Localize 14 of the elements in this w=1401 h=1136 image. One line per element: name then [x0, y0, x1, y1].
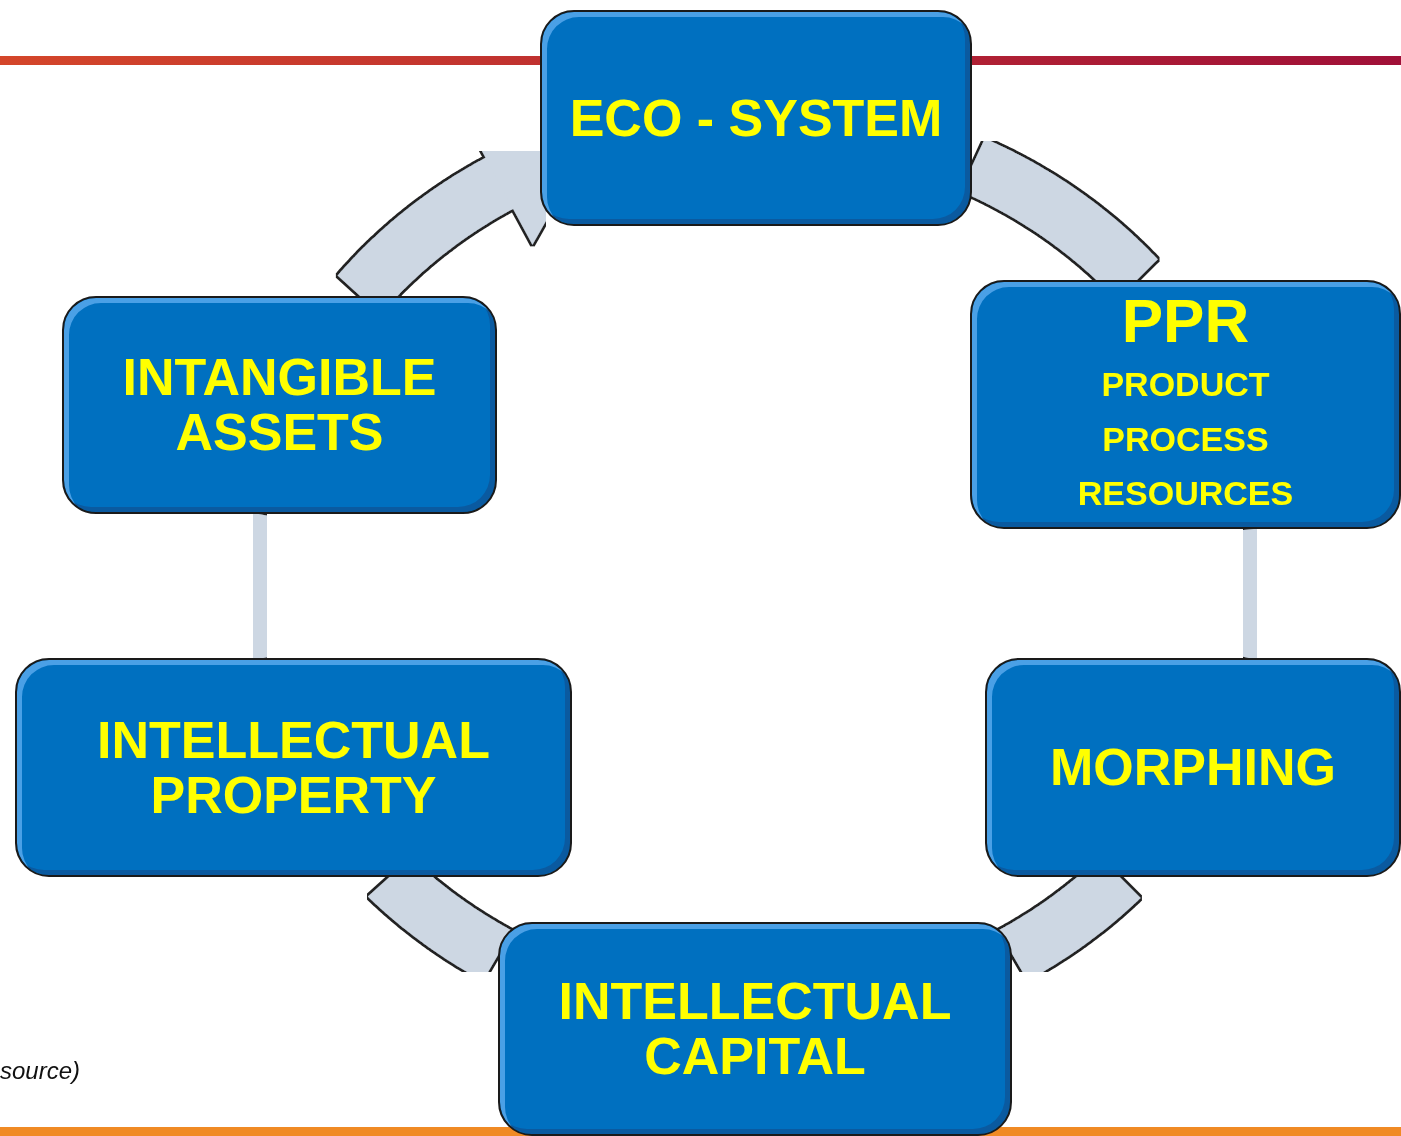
box-text: MORPHING [1050, 740, 1336, 795]
rounded-box [15, 658, 572, 877]
rounded-box [985, 658, 1401, 877]
rounded-box [540, 10, 972, 226]
rounded-box [498, 922, 1012, 1136]
box-text: INTANGIBLE ASSETS [121, 350, 438, 460]
box-text: ECO - SYSTEM [569, 90, 943, 146]
rounded-box [62, 296, 497, 514]
box-text: INTELLECTUAL CAPITAL [557, 974, 953, 1084]
box-title: PPR [1121, 288, 1250, 354]
source-note: source) [0, 1057, 81, 1085]
rounded-box [970, 280, 1401, 529]
box-text: PRODUCT PROCESS RESOURCES [1077, 364, 1294, 515]
box-text: INTELLECTUAL PROPERTY [96, 712, 491, 823]
